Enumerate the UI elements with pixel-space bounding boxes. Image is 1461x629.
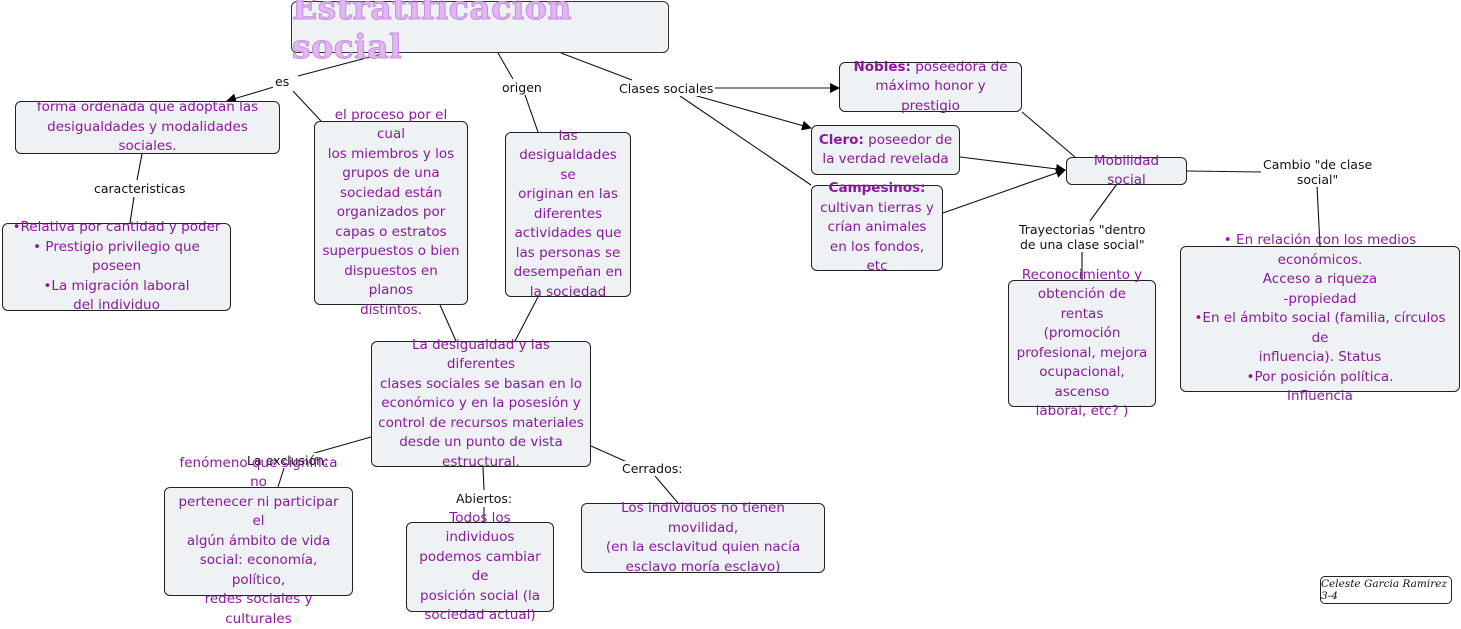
concept-campesinos[interactable]: Campesinos: cultivan tierras y crían ani…	[811, 180, 943, 274]
concept-mobilidad-social[interactable]: Mobilidad social	[1066, 153, 1187, 188]
page-title: Estratificación social	[292, 0, 572, 67]
link-cerr-box	[654, 475, 679, 504]
link-label-es: es	[273, 74, 292, 89]
link-label-origen: origen	[500, 80, 544, 95]
concept-heading: Campesinos:	[828, 180, 926, 197]
concept-text: las desigualdades se originan en las dif…	[513, 127, 623, 300]
link-label-la-exclusion: La exclusión:	[245, 453, 331, 468]
link-label-cerrados: Cerrados:	[620, 461, 685, 476]
link-mob-cambio	[1186, 170, 1263, 173]
link-desig-central	[514, 296, 539, 342]
concept-text: La desigualdad y las diferentes clases s…	[378, 336, 584, 470]
concept-nobles[interactable]: Nobles: poseedora de máximo honor y pres…	[839, 58, 1022, 114]
concept-text: fenómeno que significa no pertenecer ni …	[178, 454, 339, 627]
author-credit: Celeste Garcia Ramirez 3-4	[1320, 576, 1452, 604]
link-central-ab	[482, 466, 485, 491]
link-label-abiertos: Abiertos:	[454, 491, 515, 506]
concept-text: Todos los individuos podemos cambiar de …	[419, 509, 541, 624]
concept-abiertos[interactable]: Todos los individuos podemos cambiar de …	[406, 510, 554, 623]
concept-central[interactable]: La desigualdad y las diferentes clases s…	[371, 337, 591, 470]
concept-clero[interactable]: Clero: poseedor de la verdad revelada	[811, 125, 960, 175]
link-es-forma	[226, 85, 278, 104]
concept-caracteristicas[interactable]: •Relativa por cantidad y poder • Prestig…	[2, 219, 231, 313]
concept-text: el proceso por el cual los miembros y lo…	[322, 106, 460, 318]
concept-text: Los individuos no tienen movilidad, (en …	[605, 500, 801, 575]
concept-reconocimiento[interactable]: Reconocimiento y obtención de rentas (pr…	[1008, 267, 1156, 419]
link-clero-mob	[959, 156, 1066, 174]
link-nobles-mob	[1021, 111, 1076, 158]
link-title-clases	[560, 52, 633, 81]
concept-heading: Nobles:	[853, 58, 911, 75]
link-car-list	[129, 196, 135, 224]
concept-exclusion[interactable]: fenómeno que significa no pertenecer ni …	[164, 455, 353, 627]
concept-heading: Clero:	[818, 131, 864, 148]
concept-text: • En relación con los medios económicos.…	[1194, 232, 1446, 405]
concept-desigualdades[interactable]: las desigualdades se originan en las dif…	[505, 128, 631, 300]
link-exc-box	[277, 467, 285, 488]
link-clases-clero	[689, 93, 812, 131]
concept-economicos[interactable]: • En relación con los medios económicos.…	[1180, 232, 1460, 404]
concept-text: cultivan tierras y crían animales en los…	[820, 199, 934, 275]
link-origen-desig	[524, 94, 539, 133]
link-label-trayectorias: Trayectorias "dentro de una clase social…	[1017, 222, 1148, 252]
concept-text: forma ordenada que adoptan las desiguald…	[36, 99, 259, 155]
link-central-exc	[310, 436, 372, 455]
link-cambio-box	[1316, 185, 1321, 247]
link-mob-tray	[1089, 183, 1118, 222]
link-camp-mob	[942, 168, 1066, 214]
concept-text: poseedor de la verdad revelada	[822, 131, 953, 168]
link-es-proceso	[292, 90, 322, 122]
concept-text: Mobilidad social	[1093, 152, 1160, 189]
concept-text: •Relativa por cantidad y poder • Prestig…	[12, 219, 221, 314]
concept-proceso[interactable]: el proceso por el cual los miembros y lo…	[314, 107, 468, 318]
concept-text: Reconocimiento y obtención de rentas (pr…	[1016, 266, 1148, 420]
link-label-cambio: Cambio "de clase social"	[1261, 157, 1375, 187]
link-proceso-central	[439, 304, 457, 342]
title-node[interactable]: Estratificación social	[291, 0, 669, 67]
link-label-caracteristicas: caracteristicas	[92, 181, 188, 196]
link-label-clases-sociales: Clases sociales	[617, 81, 716, 96]
link-title-origen	[497, 52, 514, 80]
link-clases-campesinos	[679, 95, 812, 186]
concept-text: poseedora de máximo honor y prestigio	[875, 58, 1008, 114]
link-forma-car	[136, 153, 143, 181]
concept-forma-ordenada[interactable]: forma ordenada que adoptan las desiguald…	[15, 99, 280, 155]
concept-cerrados[interactable]: Los individuos no tienen movilidad, (en …	[581, 500, 825, 575]
link-central-cerr	[590, 445, 628, 463]
link-title-es	[297, 52, 386, 77]
concept-map-links	[129, 52, 1321, 522]
